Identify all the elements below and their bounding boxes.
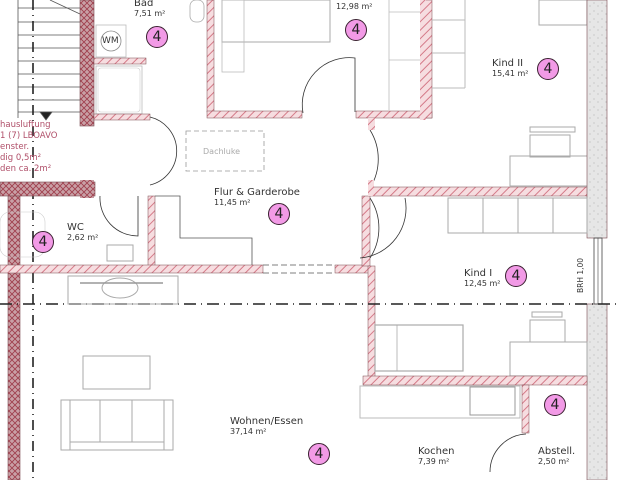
note-line: dig 0,5m² — [0, 153, 42, 163]
room-name: WC — [67, 222, 84, 233]
ventilation-note: hausluftung 1 (7) LBOAVO enster. dig 0,5… — [0, 120, 57, 175]
washing-machine-label: WM — [102, 36, 119, 46]
room-area: 37,14 m² — [230, 427, 267, 436]
room-area: 15,41 m² — [492, 69, 529, 78]
room-kochen: Kochen 7,39 m² — [418, 446, 455, 466]
room-area: 12,45 m² — [464, 279, 501, 288]
room-badge: 4 — [345, 19, 367, 41]
note-line: den ca. 2m² — [0, 164, 52, 174]
room-area: 2,50 m² — [538, 457, 570, 466]
room-name: Wohnen/Essen — [230, 416, 304, 427]
dachluke-label: Dachluke — [203, 147, 241, 156]
room-area: 2,62 m² — [67, 233, 99, 242]
room-area: 7,39 m² — [418, 457, 450, 466]
note-line: enster. — [0, 142, 30, 152]
note-line: hausluftung — [0, 120, 51, 130]
room-badge: 4 — [544, 394, 566, 416]
room-badge: 4 — [308, 443, 330, 465]
room-badge: 4 — [146, 26, 168, 48]
room-name: Abstell. — [538, 446, 576, 457]
room-badge: 4 — [537, 58, 559, 80]
staircase — [17, 0, 81, 121]
note-line: 1 (7) LBOAVO — [0, 131, 58, 141]
room-badge: 4 — [32, 231, 54, 253]
room-name: Bad — [134, 0, 154, 9]
room-badge: 4 — [505, 265, 527, 287]
room-bedroom: 12,98 m² — [336, 2, 372, 11]
room-area: 11,45 m² — [214, 198, 251, 207]
room-kind-ii: Kind II 15,41 m² — [492, 58, 528, 78]
room-name: Kind II — [492, 58, 524, 69]
room-abstell: Abstell. 2,50 m² — [538, 446, 575, 466]
room-name: Flur & Garderobe — [214, 187, 300, 198]
room-badge: 4 — [268, 203, 290, 225]
room-wc: WC 2,62 m² — [67, 222, 98, 242]
room-name: Kochen — [418, 446, 455, 457]
window-sill-height-label: BRH 1,00 — [576, 257, 585, 293]
room-name: Kind I — [464, 268, 493, 279]
room-area: 7,51 m² — [134, 9, 166, 18]
room-bad: Bad 7,51 m² — [134, 0, 165, 18]
room-kind-i: Kind I 12,45 m² — [464, 268, 500, 288]
room-flur: Flur & Garderobe 11,45 m² — [214, 187, 300, 207]
room-wohnen-essen: Wohnen/Essen 37,14 m² — [230, 416, 303, 436]
room-area: 12,98 m² — [336, 2, 373, 11]
